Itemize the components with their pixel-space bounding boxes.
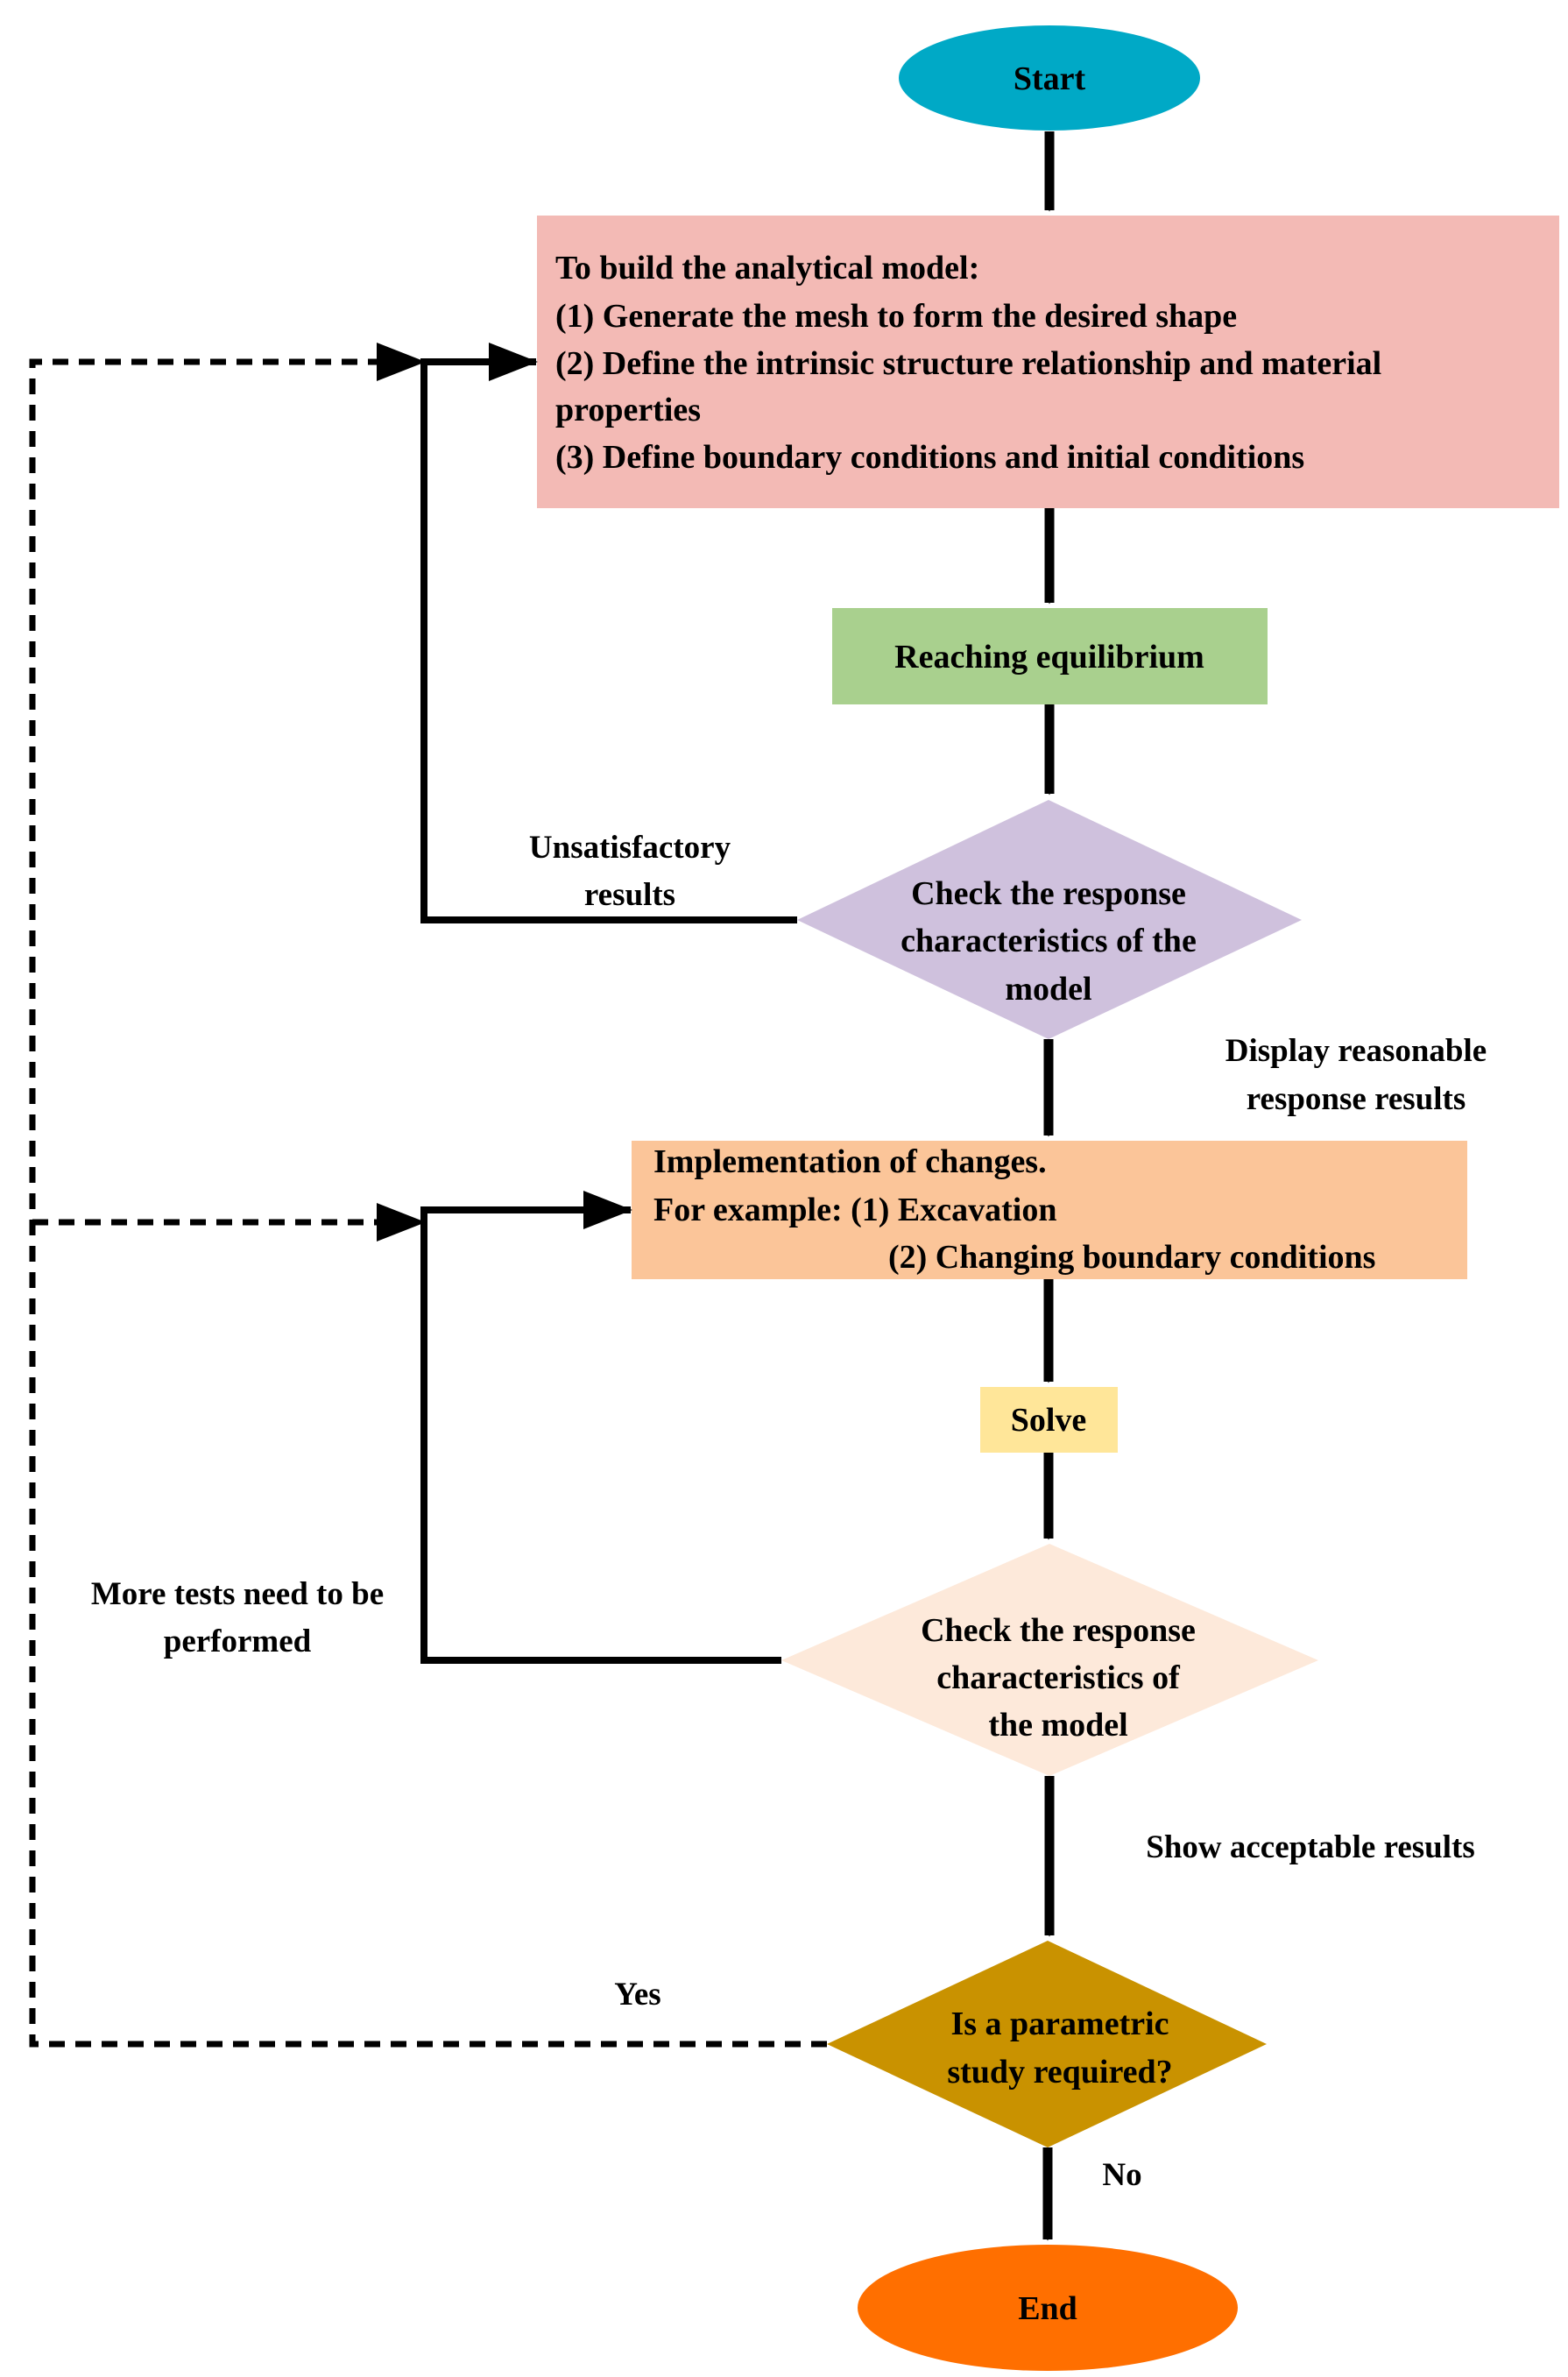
label-unsatisfactory-2: results [584, 877, 675, 913]
changes-line-1: Implementation of changes. [653, 1143, 1047, 1180]
start-label: Start [1014, 60, 1086, 97]
label-more-tests-1: More tests need to be [91, 1576, 384, 1612]
equilibrium-label: Reaching equilibrium [894, 639, 1204, 676]
check-response-2-decision [781, 1544, 1318, 1776]
label-reasonable-2: response results [1247, 1081, 1466, 1117]
loop-unsatisfactory-results [420, 343, 797, 923]
build-model-line-2: (1) Generate the mesh to form the desire… [555, 298, 1237, 335]
dashed-loop-parametric-yes [29, 343, 827, 2048]
end-label: End [1018, 2290, 1077, 2327]
check-1-line-3: model [1005, 971, 1091, 1008]
check-2-line-3: the model [988, 1707, 1127, 1744]
parametric-line-2: study required? [947, 2054, 1172, 2090]
build-model-line-1: To build the analytical model: [555, 250, 979, 287]
build-model-line-3: (2) Define the intrinsic structure relat… [555, 345, 1381, 382]
check-response-1-decision [797, 800, 1302, 1039]
build-model-line-5: (3) Define boundary conditions and initi… [555, 439, 1304, 476]
solve-label: Solve [1011, 1402, 1087, 1439]
solve-box [980, 1387, 1118, 1453]
check-1-line-1: Check the response [911, 875, 1186, 912]
label-no: No [1102, 2157, 1141, 2193]
check-2-line-2: characteristics of [936, 1659, 1181, 1696]
loop-more-tests [420, 1191, 781, 1664]
build-model-box [537, 216, 1559, 508]
changes-line-3: (2) Changing boundary conditions [888, 1239, 1375, 1276]
check-2-line-1: Check the response [921, 1612, 1196, 1649]
changes-box [632, 1141, 1467, 1279]
start-terminal [899, 25, 1200, 131]
build-model-line-4: properties [555, 392, 701, 428]
check-1-line-2: characteristics of the [901, 923, 1197, 959]
label-unsatisfactory-1: Unsatisfactory [529, 830, 731, 866]
parametric-line-1: Is a parametric [950, 2006, 1169, 2042]
changes-line-2: For example: (1) Excavation [653, 1192, 1057, 1228]
label-yes: Yes [614, 1977, 660, 2013]
label-reasonable-1: Display reasonable [1225, 1033, 1487, 1069]
end-terminal [858, 2245, 1238, 2371]
label-acceptable: Show acceptable results [1146, 1829, 1474, 1865]
equilibrium-box [832, 608, 1268, 704]
label-more-tests-2: performed [164, 1624, 312, 1659]
parametric-study-decision [827, 1941, 1267, 2147]
